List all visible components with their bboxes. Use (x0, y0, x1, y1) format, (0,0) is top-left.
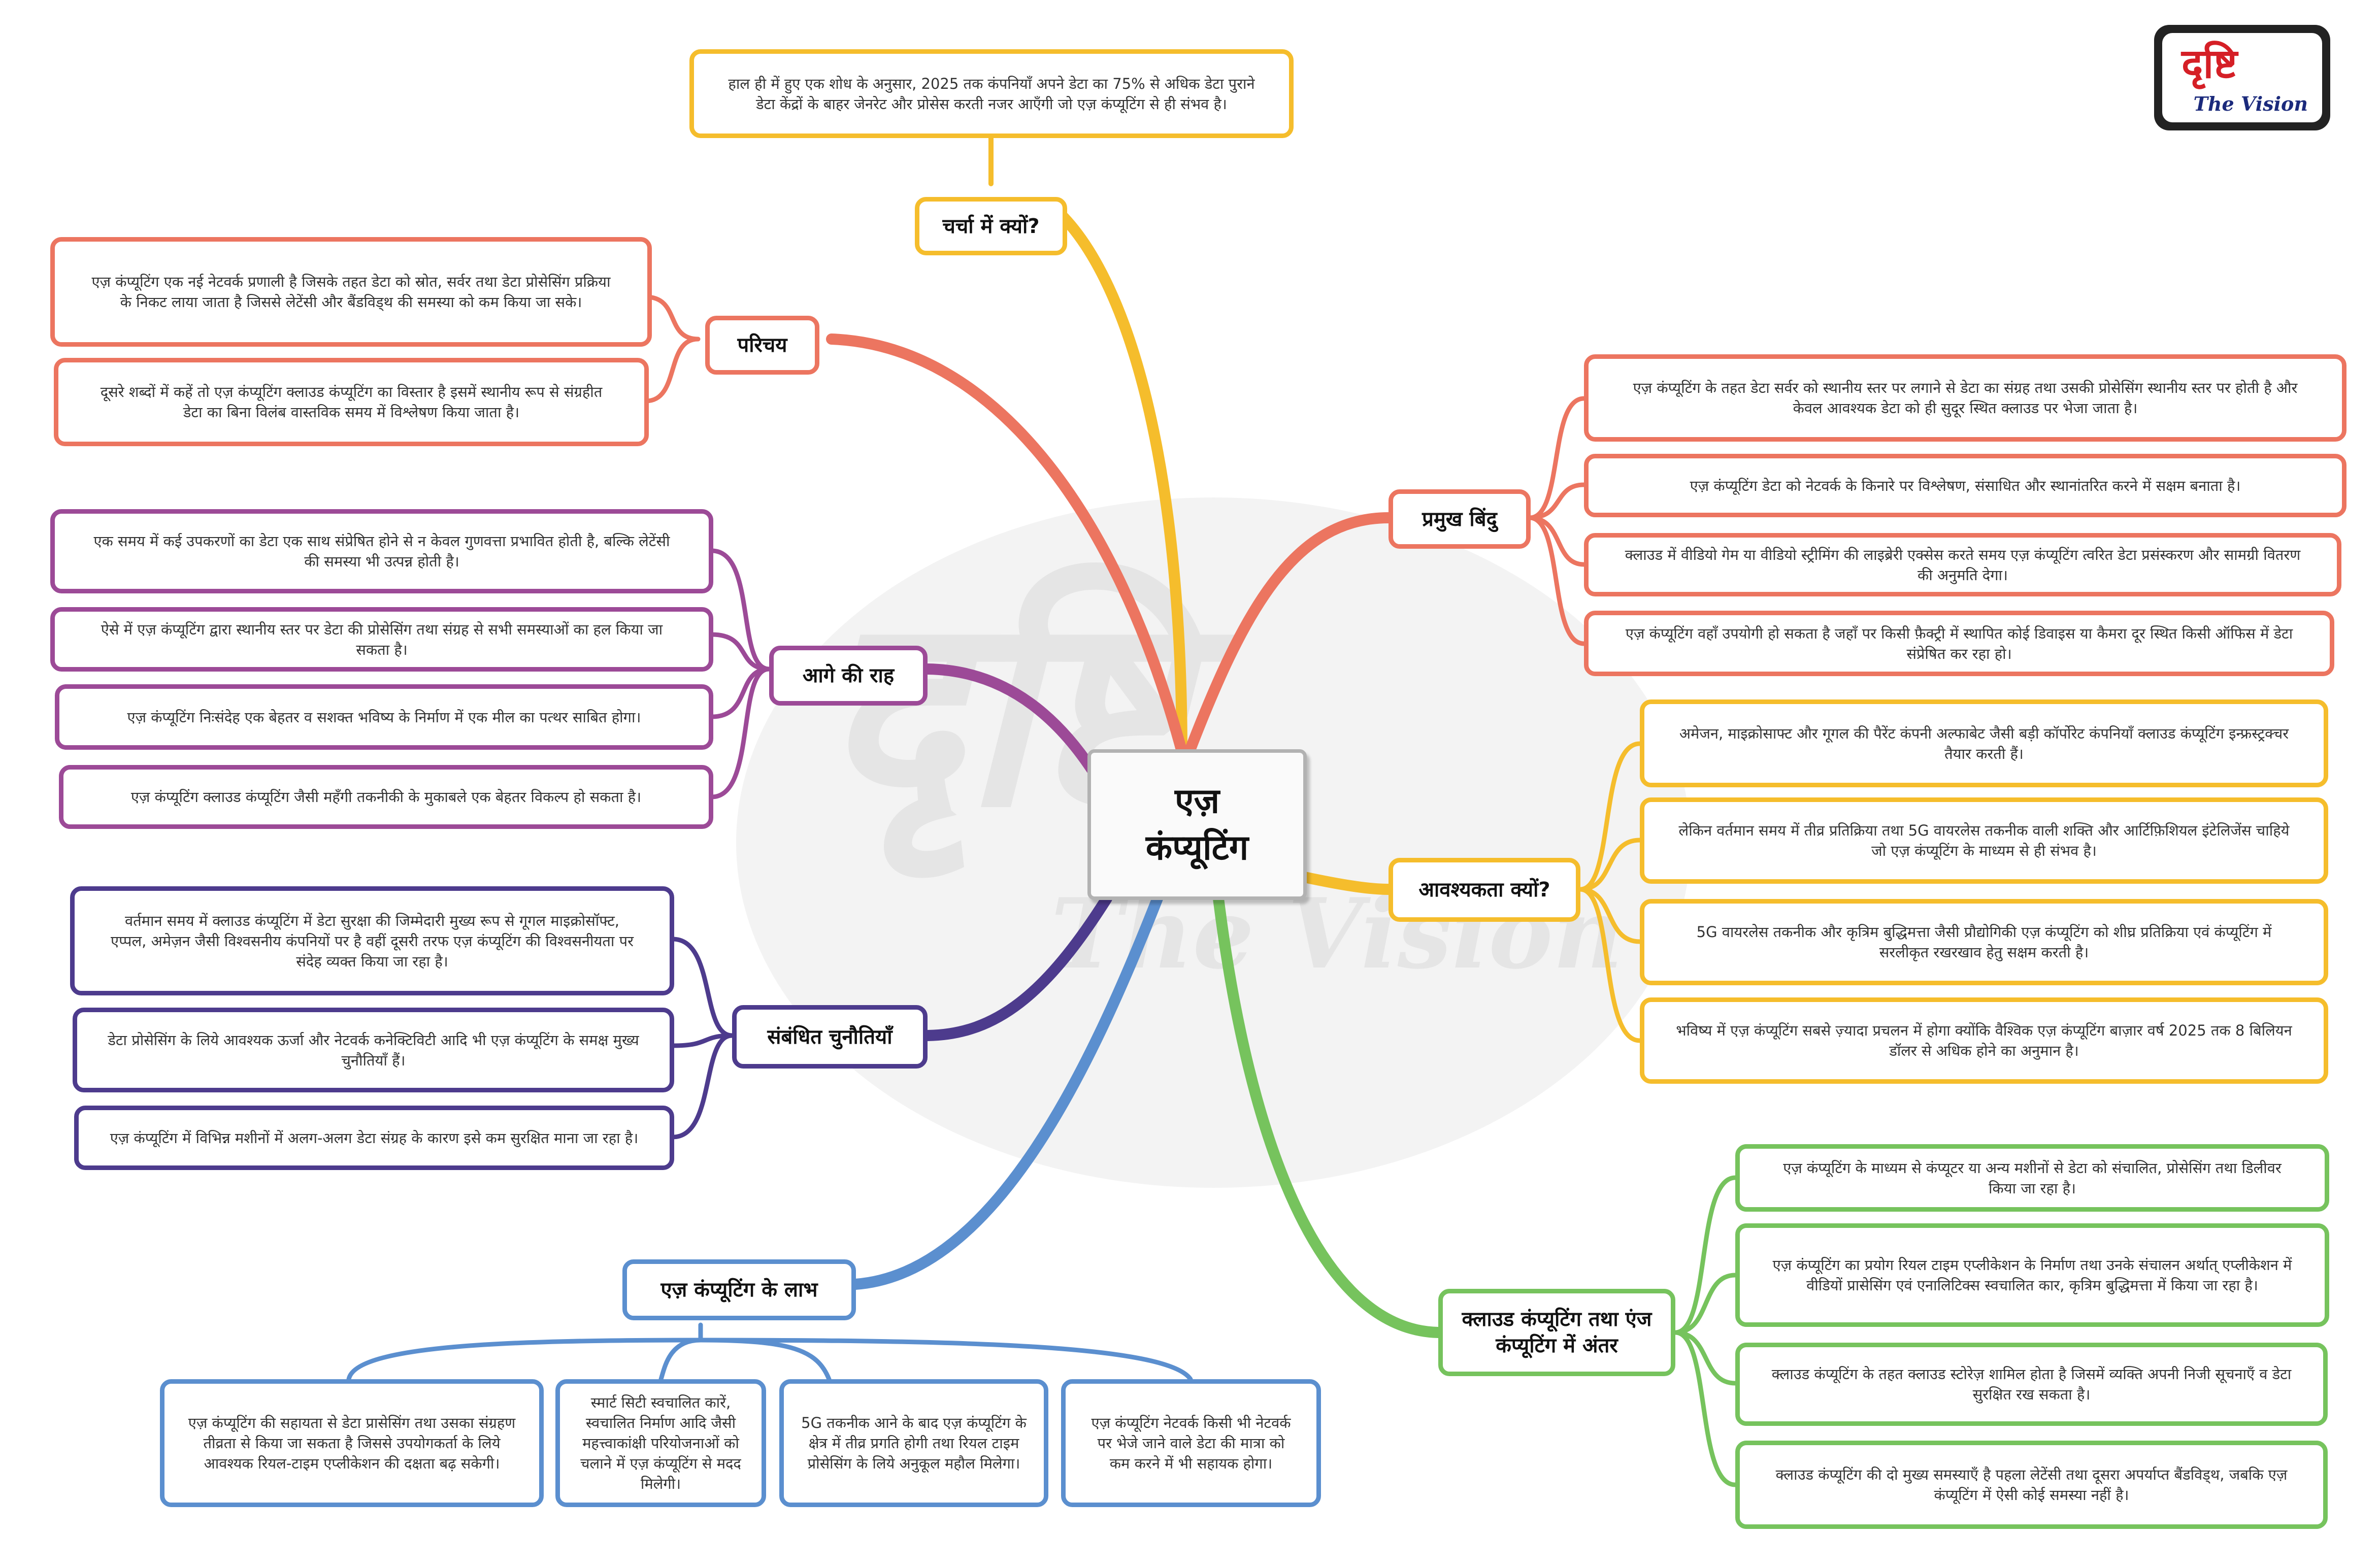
branch-avashyakta-heading: आवश्यकता क्यों? (1389, 858, 1580, 922)
central-topic: एज़ कंप्यूटिंग (1087, 749, 1307, 900)
aage-note-4: एज़ कंप्यूटिंग क्लाउड कंप्यूटिंग जैसी मह… (59, 765, 713, 829)
labh-note-3: 5G तकनीक आने के बाद एज़ कंप्यूटिंग के क्… (779, 1379, 1048, 1507)
branch-chunautiyan-heading: संबंधित चुनौतियाँ (732, 1005, 928, 1069)
aage-note-3: एज़ कंप्यूटिंग निःसंदेह एक बेहतर व सशक्त… (55, 684, 713, 750)
central-topic-line1: एज़ (1174, 781, 1220, 821)
aage-note-2: ऐसे में एज़ कंप्यूटिंग द्वारा स्थानीय स्… (50, 607, 713, 672)
parichay-note-1: एज़ कंप्यूटिंग एक नई नेटवर्क प्रणाली है … (50, 237, 652, 347)
bindu-note-2: एज़ कंप्यूटिंग डेटा को नेटवर्क के किनारे… (1584, 454, 2346, 517)
logo-english: The Vision (2193, 92, 2308, 115)
branch-aage-ki-raah-heading: आगे की राह (769, 646, 928, 706)
avashyakta-note-3: 5G वायरलेस तकनीक और कृत्रिम बुद्धिमत्ता … (1640, 899, 2328, 985)
bindu-note-1: एज़ कंप्यूटिंग के तहत डेटा सर्वर को स्था… (1584, 354, 2346, 442)
branch-parichay-heading: परिचय (705, 316, 819, 375)
logo-devanagari: दृष्टि (2181, 40, 2237, 87)
chunautiyan-note-2: डेटा प्रोसेसिंग के लिये आवश्यक ऊर्जा और … (73, 1008, 674, 1092)
labh-note-4: एज़ कंप्यूटिंग नेटवर्क किसी भी नेटवर्क प… (1061, 1379, 1321, 1507)
central-topic-line2: कंप्यूटिंग (1145, 827, 1249, 868)
chunautiyan-note-3: एज़ कंप्यूटिंग में विभिन्न मशीनों में अल… (74, 1106, 674, 1170)
chunautiyan-note-1: वर्तमान समय में क्लाउड कंप्यूटिंग में डे… (70, 886, 674, 995)
labh-note-2: स्मार्ट सिटी स्वचालित कारें, स्वचालित नि… (555, 1379, 766, 1507)
branch-bindu-heading: प्रमुख बिंदु (1389, 489, 1531, 549)
antar-note-4: क्लाउड कंप्यूटिंग की दो मुख्य समस्याएँ ह… (1735, 1441, 2328, 1529)
labh-note-1: एज़ कंप्यूटिंग की सहायता से डेटा प्रासेस… (160, 1379, 544, 1507)
drishti-logo: दृष्टि The Vision (2154, 25, 2330, 130)
branch-charcha-heading: चर्चा में क्यों? (915, 197, 1067, 255)
avashyakta-note-2: लेकिन वर्तमान समय में तीव्र प्रतिक्रिया … (1640, 797, 2328, 884)
charcha-note-1: हाल ही में हुए एक शोध के अनुसार, 2025 तक… (689, 49, 1294, 138)
bindu-note-4: एज़ कंप्यूटिंग वहाँ उपयोगी हो सकता है जह… (1584, 611, 2334, 676)
parichay-note-2: दूसरे शब्दों में कहें तो एज़ कंप्यूटिंग … (54, 358, 649, 446)
branch-labh-heading: एज़ कंप्यूटिंग के लाभ (622, 1259, 856, 1320)
avashyakta-note-1: अमेजन, माइक्रोसाफ्ट और गूगल की पैरेंट कं… (1640, 699, 2328, 787)
aage-note-1: एक समय में कई उपकरणों का डेटा एक साथ संप… (50, 509, 713, 593)
branch-antar-heading: क्लाउड कंप्यूटिंग तथा एंज कंप्यूटिंग में… (1438, 1289, 1675, 1376)
avashyakta-note-4: भविष्य में एज़ कंप्यूटिंग सबसे ज़्यादा प… (1640, 997, 2328, 1084)
bindu-note-3: क्लाउड में वीडियो गेम या वीडियो स्ट्रीमि… (1584, 533, 2341, 596)
antar-note-1: एज़ कंप्यूटिंग के माध्यम से कंप्यूटर या … (1735, 1144, 2329, 1212)
antar-note-2: एज़ कंप्यूटिंग का प्रयोग रियल टाइम एप्ली… (1735, 1223, 2329, 1327)
antar-note-3: क्लाउड कंप्यूटिंग के तहत क्लाउड स्टोरेज़… (1735, 1343, 2328, 1426)
